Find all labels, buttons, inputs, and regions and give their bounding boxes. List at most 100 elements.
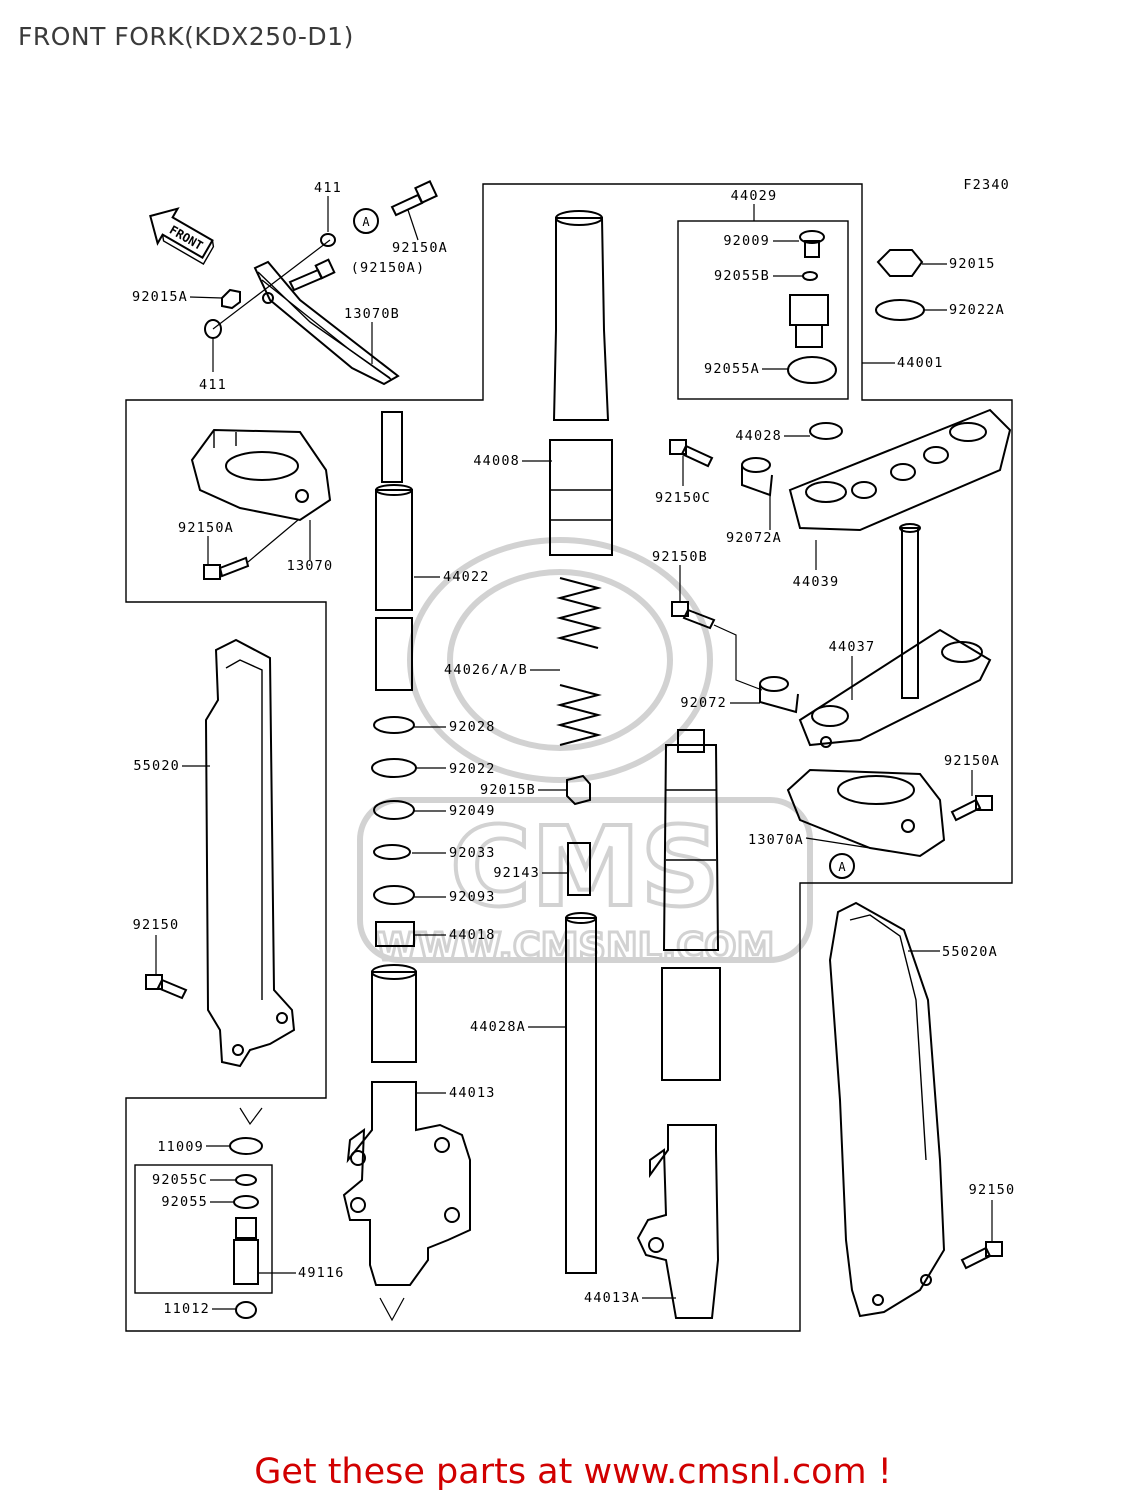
gasket-11009 [229,1137,263,1155]
label-92150-left: 92150 [133,917,180,933]
callout-A-bottom-label: A [838,860,846,874]
valve-49116 [233,1217,259,1285]
label-55020: 55020 [133,758,180,774]
bolt-92150A-top [390,180,438,217]
fork-clamp-13070 [190,428,332,522]
nut-92015 [876,249,924,277]
label-92150C: 92150C [655,490,711,506]
callout-A-bottom [829,853,855,879]
label-92015B: 92015B [480,782,536,798]
label-13070B: 13070B [344,306,400,322]
label-92072A: 92072A [726,530,782,546]
subassembly-box-49116 [134,1164,273,1294]
label-92055C: 92055C [152,1172,208,1188]
part-number-labels: F2340 411 92150A (92150A) 92015A 13070B … [132,177,1016,1317]
bushing-92028 [373,716,415,734]
group-frame [125,183,1013,1332]
circlip-92033 [373,844,411,860]
label-92022: 92022 [449,761,496,777]
bolt-92150C [669,439,714,468]
bolt-92150A-left [203,519,299,580]
cable-guide-13070B [253,260,400,386]
damper-rod-44022 [375,411,413,691]
label-92055B: 92055B [714,268,770,284]
label-44039: 44039 [793,574,840,590]
bolt-92150-left [145,974,188,1000]
label-49116: 49116 [298,1265,345,1281]
label-13070: 13070 [287,558,334,574]
damper-tube-44028A [565,912,597,1274]
label-92015A: 92015A [132,289,188,305]
washer-92022A [875,299,925,321]
o-ring-92055C [235,1174,257,1186]
label-44037: 44037 [829,639,876,655]
label-92150B: 92150B [652,549,708,565]
washer-411-top [320,233,336,247]
label-92150A-left: 92150A [178,520,234,536]
label-92143: 92143 [493,865,540,881]
upper-bracket-44039 [788,408,1012,532]
label-92055: 92055 [161,1194,208,1210]
label-92150A-top: 92150A [392,240,448,256]
bushing-44018 [375,921,415,947]
stem-bracket-44037 [798,523,992,748]
label-92150-right: 92150 [969,1182,1016,1198]
label-44028A: 44028A [470,1019,526,1035]
label-44018: 44018 [449,927,496,943]
callout-A-top [353,208,379,234]
outer-tube-44013 [342,1081,471,1286]
watermark-site: WWW.CMSNL.COM [376,925,775,969]
callout-A-top-label: A [362,215,370,229]
label-92072: 92072 [680,695,727,711]
footer-cta-link[interactable]: Get these parts at www.cmsnl.com ! [254,1452,892,1492]
label-92022A: 92022A [949,302,1005,318]
label-92150A-right: 92150A [944,753,1000,769]
fork-spring-44026 [556,577,602,746]
nut-92015B [566,774,591,806]
dust-seal-92093 [373,885,415,905]
washer-92022 [371,758,417,778]
label-411-bottom: 411 [199,377,227,393]
bolt-92150B [671,601,763,691]
label-44029: 44029 [731,188,778,204]
label-55020A: 55020A [942,944,998,960]
washer-44028 [809,422,843,440]
front-arrow-icon: FRONT [149,207,215,265]
o-ring-92055B [802,271,818,281]
subassembly-box-44029 [677,220,849,400]
fork-guard-55020 [204,638,296,1068]
bolt-92150-right [960,1241,1003,1270]
label-92009: 92009 [723,233,770,249]
slide-bushing [371,964,417,1063]
label-44028: 44028 [735,428,782,444]
cap-bolt [789,294,829,348]
inner-tube-right [662,729,720,951]
clamp-92072 [759,676,799,714]
label-92055A: 92055A [704,361,760,377]
fork-clamp-13070A [786,768,946,858]
label-44013A: 44013A [584,1290,640,1306]
clamp-92072A [741,457,773,497]
o-ring-92055A [787,356,837,384]
label-13070A: 13070A [748,832,804,848]
watermark-brand: CMS [450,803,719,931]
label-11009: 11009 [157,1139,204,1155]
label-44008: 44008 [473,453,520,469]
inner-tube-44008 [549,210,613,556]
gasket-11012 [235,1301,257,1319]
label-44001: 44001 [897,355,944,371]
spacer-92143 [567,842,591,896]
label-44022: 44022 [443,569,490,585]
bolt-92150A-mid [288,258,336,292]
oil-seal-92049 [373,800,415,820]
screw-92009 [799,230,825,258]
label-44013: 44013 [449,1085,496,1101]
label-92150A-paren: (92150A) [351,260,426,276]
label-44026: 44026/A/B [444,662,528,678]
label-92049: 92049 [449,803,496,819]
label-92033: 92033 [449,845,496,861]
label-11012: 11012 [163,1301,210,1317]
label-92015: 92015 [949,256,996,272]
page-title: FRONT FORK(KDX250-D1) [18,22,354,51]
